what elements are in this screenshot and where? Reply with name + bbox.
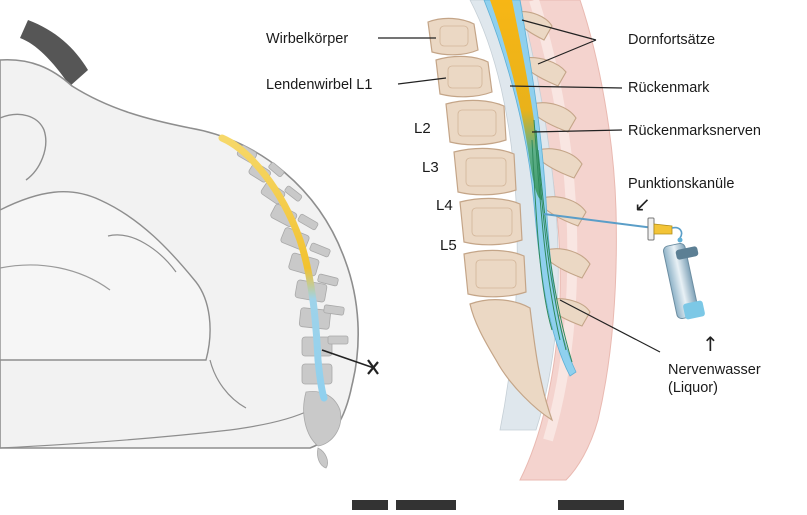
- label-rueckenmarksnerven: Rückenmarksnerven: [628, 123, 761, 139]
- label-rueckenmark: Rückenmark: [628, 80, 709, 96]
- label-l5: L5: [440, 238, 457, 254]
- label-wirbelkoerper: Wirbelkörper: [266, 31, 348, 47]
- liquor-drop: [678, 238, 683, 243]
- label-punktionskanuele: Punktionskanüle: [628, 176, 734, 192]
- cropped-text-fragments: [352, 500, 624, 510]
- label-l4: L4: [436, 198, 453, 214]
- label-l2: L2: [414, 121, 431, 137]
- label-dornfortsaetze: Dornfortsätze: [628, 32, 715, 48]
- label-nervenwasser: Nervenwasser: [668, 362, 761, 378]
- collection-tube: [663, 243, 706, 320]
- arrow-up-icon: ↑: [702, 334, 719, 354]
- label-lendenwirbel-l1: Lendenwirbel L1: [266, 77, 372, 93]
- arrow-down-left-icon: ↙: [634, 194, 651, 214]
- label-l3: L3: [422, 160, 439, 176]
- label-liquor: (Liquor): [668, 380, 718, 396]
